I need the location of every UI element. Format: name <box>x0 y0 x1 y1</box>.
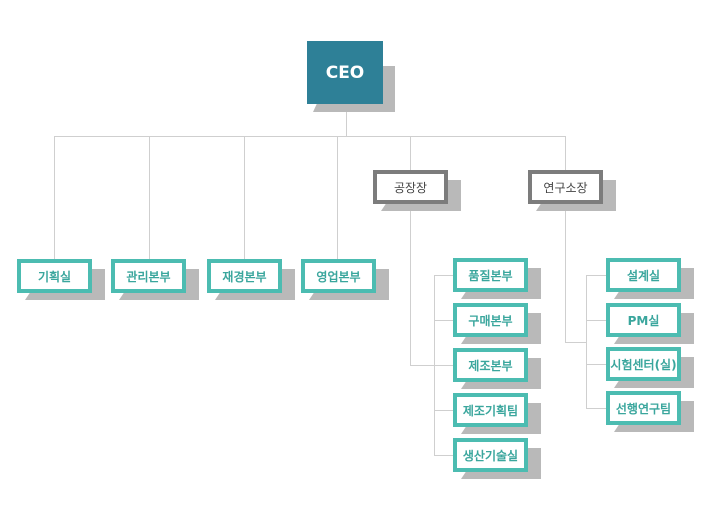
lab-unit-label: PM실 <box>606 303 681 337</box>
connector-line <box>586 408 607 409</box>
connector-line <box>586 364 607 365</box>
plant-unit-label: 품질본부 <box>453 258 528 292</box>
plant-unit-node: 제조기획팀 <box>453 393 541 434</box>
lab-unit-node: 설계실 <box>606 258 694 299</box>
plant-unit-node: 품질본부 <box>453 258 541 299</box>
connector-line <box>149 136 150 260</box>
connector-line <box>410 203 411 366</box>
plant-unit-label: 생산기술실 <box>453 438 528 472</box>
connector-line <box>54 136 55 260</box>
connector-line <box>586 275 607 276</box>
plant-head-node: 공장장 <box>373 170 461 211</box>
plant-unit-label: 구매본부 <box>453 303 528 337</box>
division-label: 기획실 <box>17 259 92 293</box>
plant-unit-label: 제조기획팀 <box>453 393 528 427</box>
division-node: 재경본부 <box>207 259 295 300</box>
division-label: 관리본부 <box>111 259 186 293</box>
connector-line <box>565 203 566 343</box>
connector-line <box>565 136 566 170</box>
lab-unit-node: PM실 <box>606 303 694 344</box>
connector-line <box>346 104 347 136</box>
lab-unit-label: 시험센터(실) <box>606 347 681 381</box>
division-label: 재경본부 <box>207 259 282 293</box>
lab-unit-node: 선행연구팀 <box>606 391 694 432</box>
ceo-label: CEO <box>307 41 383 104</box>
plant-unit-node: 생산기술실 <box>453 438 541 479</box>
division-node: 기획실 <box>17 259 105 300</box>
connector-line <box>244 136 245 260</box>
lab-unit-node: 시험센터(실) <box>606 347 694 388</box>
connector-line <box>434 455 454 456</box>
lab-unit-label: 선행연구팀 <box>606 391 681 425</box>
plant-unit-label: 제조본부 <box>453 348 528 382</box>
division-node: 영업본부 <box>301 259 389 300</box>
connector-line <box>410 365 435 366</box>
ceo-node: CEO <box>307 41 395 112</box>
plant-head-label: 공장장 <box>373 170 448 204</box>
lab-unit-label: 설계실 <box>606 258 681 292</box>
connector-line <box>586 320 607 321</box>
connector-line <box>434 320 454 321</box>
lab-head-label: 연구소장 <box>528 170 603 204</box>
connector-line <box>434 275 454 276</box>
division-node: 관리본부 <box>111 259 199 300</box>
plant-unit-node: 제조본부 <box>453 348 541 389</box>
connector-line <box>434 410 454 411</box>
lab-head-node: 연구소장 <box>528 170 616 211</box>
connector-line <box>434 365 454 366</box>
connector-line <box>565 342 587 343</box>
division-label: 영업본부 <box>301 259 376 293</box>
connector-line <box>586 275 587 409</box>
connector-line <box>410 136 411 170</box>
connector-line <box>337 136 338 260</box>
connector-line <box>54 136 566 137</box>
plant-unit-node: 구매본부 <box>453 303 541 344</box>
